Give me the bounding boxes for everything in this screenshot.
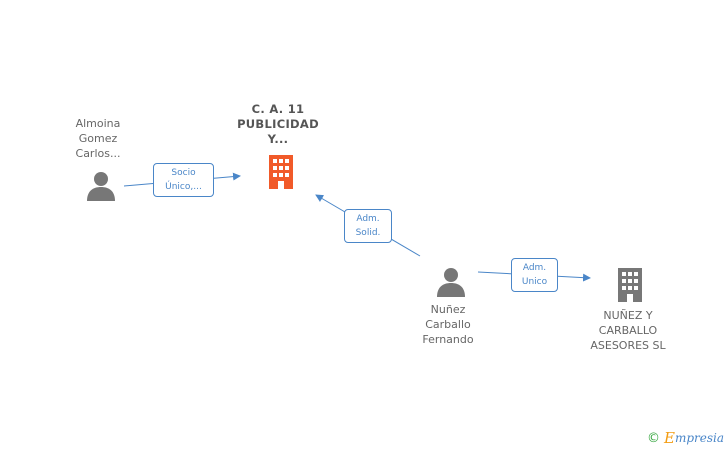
brand-initial: E [663,429,675,447]
building-icon[interactable] [614,268,646,302]
person-almoina-label[interactable]: Almoina Gomez Carlos... [75,117,121,160]
edge-label-adm-solid: Adm. Solid. [344,209,392,243]
main-company-label[interactable]: C. A. 11 PUBLICIDAD Y... [237,102,319,146]
company-nunez-label[interactable]: NUÑEZ Y CARBALLO ASESORES SL [590,309,666,352]
copyright-icon: © [646,430,660,446]
edge-label-adm-unico: Adm. Unico [511,258,558,292]
person-icon[interactable] [436,267,466,297]
building-icon[interactable] [265,155,297,189]
person-nunez-label[interactable]: Nuñez Carballo Fernando [422,303,474,346]
edge-label-socio-unico: Socio Único,... [153,163,214,197]
empresia-logo[interactable]: © E mpresia [646,429,724,447]
brand-name: mpresia [674,431,724,445]
person-icon[interactable] [86,171,116,201]
